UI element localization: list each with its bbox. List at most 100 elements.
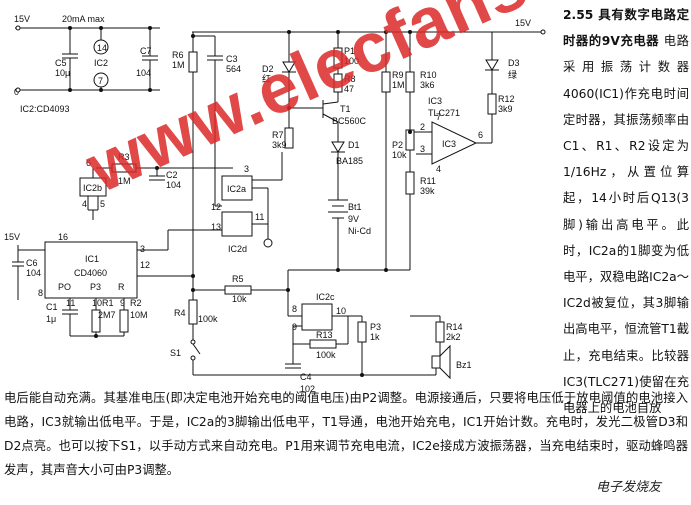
p3-value: 1k bbox=[370, 332, 380, 342]
ic2-pin7: 7 bbox=[98, 76, 103, 86]
pin-6: 6 bbox=[86, 158, 91, 168]
pin-13: 13 bbox=[211, 222, 221, 232]
r12-value: 3k9 bbox=[498, 104, 513, 114]
d1-type: BA185 bbox=[336, 156, 363, 166]
d3-label: D3 bbox=[508, 58, 520, 68]
c6-value: 104 bbox=[26, 268, 41, 278]
r3-label: R3 bbox=[118, 152, 130, 162]
r13-value: 100k bbox=[316, 350, 336, 360]
d2-color: 红 bbox=[262, 73, 271, 84]
ic2c-label: IC2c bbox=[316, 292, 335, 302]
r4-value: 100k bbox=[198, 314, 218, 324]
r1-label: R1 bbox=[102, 298, 114, 308]
r2-value: 10M bbox=[130, 310, 148, 320]
charger-path: P1 100 R8 47 T1 BC560C D1 BA185 Bt1 9V N… bbox=[322, 32, 371, 270]
c1-value: 1μ bbox=[46, 314, 56, 324]
t1-type: BC560C bbox=[332, 116, 367, 126]
pin-11: 11 bbox=[66, 298, 75, 308]
bt1-voltage: 9V bbox=[348, 214, 359, 224]
pin-12: 12 bbox=[211, 202, 221, 212]
current-label: 20mA max bbox=[62, 14, 105, 24]
section-heading: 2.55 具有数字电路定时器的9V充电器 bbox=[563, 8, 689, 49]
reset-switch: R4 100k S1 R5 10k bbox=[170, 269, 410, 376]
d2-r7: D2 红 R7 3k9 bbox=[262, 32, 323, 150]
c4-value: 102 bbox=[300, 384, 315, 394]
r8-label: R8 bbox=[344, 74, 356, 84]
ic2-pin14: 14 bbox=[97, 43, 107, 53]
p1-value: 100 bbox=[344, 56, 359, 66]
ic2d-label: IC2d bbox=[228, 244, 247, 254]
ic2-type-label: IC2:CD4093 bbox=[20, 104, 70, 114]
ic1-type: CD4060 bbox=[74, 268, 107, 278]
comparator-block: R9 1M R10 3k6 P2 10k R11 39k IC3 IC3 TLC… bbox=[381, 32, 492, 270]
r3-value: 1M bbox=[118, 176, 131, 186]
c5-value: 10μ bbox=[55, 68, 70, 78]
r1-value: 2M7 bbox=[98, 310, 116, 320]
pin-12: 12 bbox=[140, 260, 150, 270]
ic3-pin7: 7 bbox=[436, 112, 441, 122]
latch-ic2a-ic2d: IC2a IC2d 12 13 11 3 bbox=[211, 82, 283, 254]
r11-label: R11 bbox=[420, 176, 436, 186]
pin-5: 5 bbox=[100, 199, 105, 209]
ic3-pin2: 2 bbox=[420, 122, 425, 132]
pin-3: 3 bbox=[140, 244, 145, 254]
pin-3: 3 bbox=[244, 164, 249, 174]
side-description: 2.55 具有数字电路定时器的9V充电器 电路采用振荡计数器4060(IC1)作… bbox=[563, 2, 689, 421]
r6-c3: R6 1M C3 564 bbox=[172, 32, 241, 282]
ic3-pin3: 3 bbox=[420, 144, 425, 154]
p2-value: 10k bbox=[392, 150, 407, 160]
ic2a-label: IC2a bbox=[227, 184, 246, 194]
d3-color: 绿 bbox=[508, 69, 517, 80]
p1-label: P1 bbox=[344, 46, 355, 56]
pin-4: 4 bbox=[82, 199, 87, 209]
ic1-label: IC1 bbox=[85, 254, 99, 264]
r10-label: R10 bbox=[420, 70, 437, 80]
r5-value: 10k bbox=[232, 294, 247, 304]
r14-value: 2k2 bbox=[446, 332, 461, 342]
r7-label: R7 bbox=[272, 130, 284, 140]
pin-10b: 10 bbox=[336, 306, 346, 316]
r14-label: R14 bbox=[446, 322, 463, 332]
site-logo: 电子发烧友 bbox=[596, 479, 662, 494]
r4-label: R4 bbox=[174, 308, 186, 318]
buzzer-oscillator: IC2c 8 9 10 P3 1k R13 100k C4 102 R14 2k… bbox=[285, 292, 472, 394]
r12-label: R12 bbox=[498, 94, 515, 104]
c2-value: 104 bbox=[166, 180, 181, 190]
pin-16: 16 bbox=[58, 232, 68, 242]
c3-label: C3 bbox=[226, 54, 238, 64]
r10-value: 3k6 bbox=[420, 80, 435, 90]
r8-value: 47 bbox=[344, 84, 354, 94]
circuit-schematic: 15V 0 20mA max C5 10μ 14 IC2 7 C7 104 IC… bbox=[4, 14, 546, 394]
pin-p3: P3 bbox=[90, 282, 101, 292]
ic3-pin4: 4 bbox=[436, 164, 441, 174]
pin-10: 10 bbox=[92, 298, 102, 308]
p3-label: P3 bbox=[370, 322, 381, 332]
c1-label: C1 bbox=[46, 302, 58, 312]
r6-value: 1M bbox=[172, 60, 185, 70]
r13-label: R13 bbox=[316, 330, 333, 340]
c6-label: C6 bbox=[26, 258, 38, 268]
c7-value: 104 bbox=[136, 68, 151, 78]
pin-9: 9 bbox=[120, 298, 125, 308]
r9-label: R9 bbox=[392, 70, 404, 80]
r5-label: R5 bbox=[232, 274, 244, 284]
ic3-label: IC3 bbox=[442, 139, 456, 149]
supply-label-right: 15V bbox=[515, 18, 531, 28]
bt1-label: Bt1 bbox=[348, 202, 362, 212]
r2-label: R2 bbox=[130, 298, 142, 308]
c2-label: C2 bbox=[166, 170, 178, 180]
r9-value: 1M bbox=[392, 80, 405, 90]
pin-9b: 9 bbox=[292, 322, 297, 332]
supply-label-left: 15V bbox=[14, 14, 30, 24]
side-body-text: 电路采用振荡计数器4060(IC1)作充电时间定时器，其振荡频率由C1、R1、R… bbox=[563, 34, 690, 416]
bz1-label: Bz1 bbox=[456, 360, 472, 370]
pin-8: 8 bbox=[38, 288, 43, 298]
bottom-description: 电后能自动充满。其基准电压(即决定电池开始充电的阈值电压)由P2调整。电源接通后… bbox=[4, 391, 688, 477]
c7-label: C7 bbox=[140, 46, 152, 56]
supply-block: 15V 0 20mA max C5 10μ 14 IC2 7 C7 104 IC… bbox=[14, 14, 160, 114]
ic3-type: TLC271 bbox=[428, 108, 460, 118]
pin-11: 11 bbox=[255, 212, 264, 222]
r11-value: 39k bbox=[420, 186, 435, 196]
ic2-label: IC2 bbox=[94, 58, 108, 68]
d3-r12: D3 绿 R12 3k9 bbox=[485, 32, 520, 143]
